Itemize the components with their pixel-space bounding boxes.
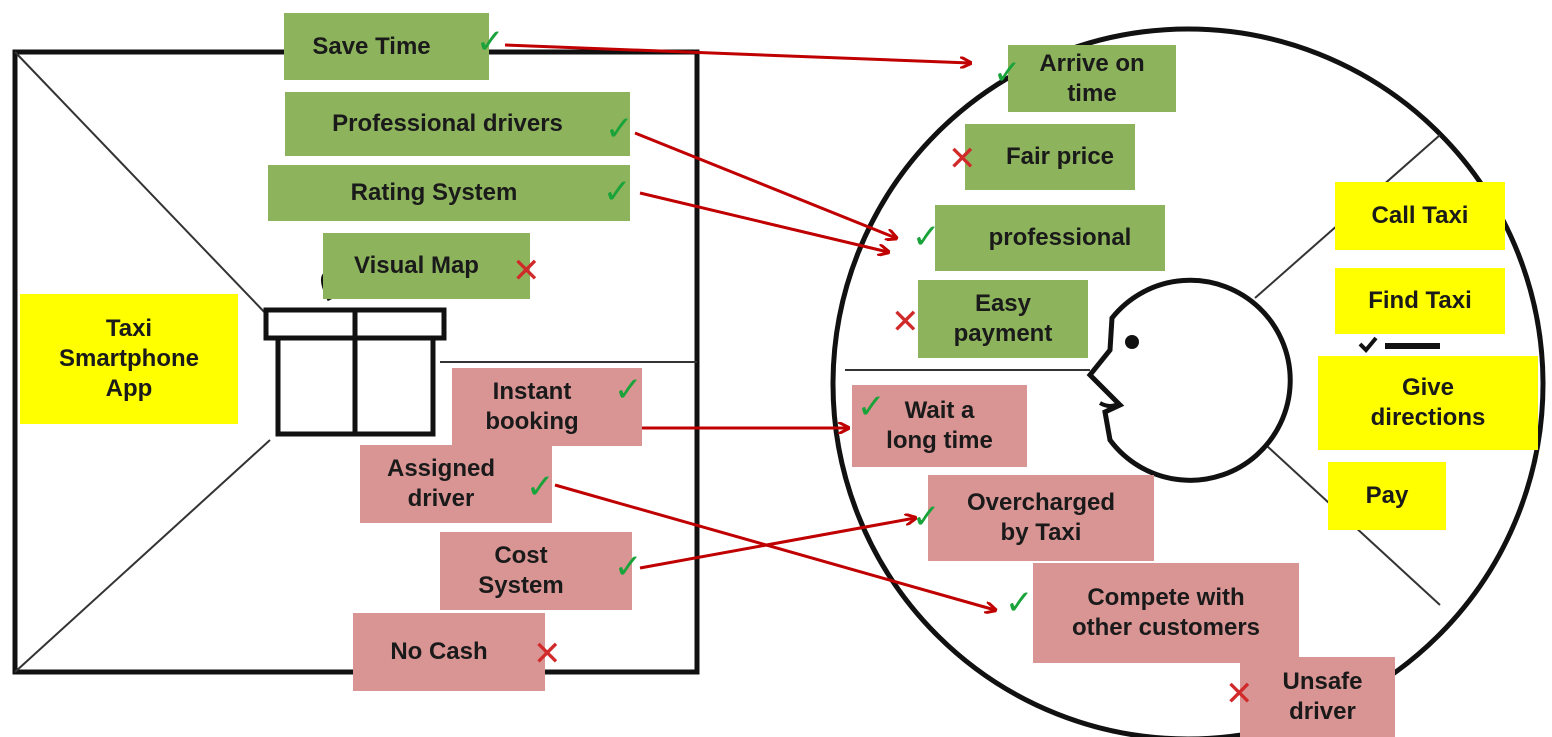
arrow-cost-to-overcharged (639, 518, 915, 570)
customer-pain-label: Unsafe driver (1282, 668, 1363, 725)
customer-job-note: Give directions (1318, 356, 1538, 450)
cross-icon: ✕ (512, 252, 541, 290)
customer-pain-label: Overcharged by Taxi (966, 489, 1116, 546)
pain-reliever-note: Cost System (440, 532, 632, 610)
cross-icon: ✕ (948, 140, 977, 178)
cross-icon: ✕ (533, 635, 562, 673)
check-icon: ✓ (912, 218, 941, 256)
check-icon: ✓ (912, 498, 941, 536)
check-icon: ✓ (614, 371, 643, 409)
customer-job-label: Call Taxi (1371, 202, 1469, 229)
check-icon: ✓ (476, 23, 505, 61)
customer-gain-note: professional (935, 205, 1165, 271)
check-icon: ✓ (993, 54, 1022, 92)
arrow-assigned-to-compete (554, 483, 995, 610)
customer-job-note: Pay (1328, 462, 1446, 530)
pain-reliever-label: Instant booking (485, 378, 579, 435)
product-label: Taxi Smartphone App (58, 315, 199, 402)
gain-creator-note: Professional drivers (285, 92, 630, 156)
face-icon (1086, 277, 1293, 483)
customer-pain-note: Overcharged by Taxi (928, 475, 1154, 561)
customer-gain-note: Fair price (965, 124, 1135, 190)
pain-reliever-note: Assigned driver (360, 445, 552, 523)
product-note: Taxi Smartphone App (20, 294, 238, 424)
check-icon: ✓ (526, 468, 555, 506)
dash-marks (1358, 336, 1440, 353)
check-icon: ✓ (1005, 584, 1034, 622)
arrow-save-time-to-arrive (504, 43, 970, 63)
pain-reliever-label: Assigned driver (386, 455, 496, 512)
customer-job-label: Give directions (1370, 374, 1486, 431)
arrow-rating-to-professional (639, 191, 888, 252)
customer-gain-label: Arrive on time (1039, 49, 1145, 107)
pain-reliever-label: No Cash (390, 638, 488, 665)
gain-creator-note: Rating System (268, 165, 630, 221)
customer-pain-note: Compete with other customers (1033, 563, 1299, 663)
check-icon: ✓ (605, 110, 634, 148)
gain-creator-label: Save Time (312, 32, 431, 60)
customer-job-note: Call Taxi (1335, 182, 1505, 250)
gift-icon (263, 270, 447, 437)
customer-job-label: Pay (1365, 482, 1409, 509)
gain-creator-note: Visual Map (323, 233, 530, 299)
customer-pain-note: Wait a long time (852, 385, 1027, 467)
gain-creator-note: Save Time (284, 13, 489, 80)
pain-reliever-label: Cost System (478, 542, 564, 599)
customer-gain-label: professional (988, 224, 1132, 251)
customer-gain-note: Easy payment (918, 280, 1088, 358)
arrow-professional-to-professional (634, 131, 896, 238)
check-icon: ✓ (603, 173, 632, 211)
pain-reliever-note: Instant booking (452, 368, 642, 446)
customer-gain-label: Easy payment (953, 290, 1053, 347)
customer-pain-label: Wait a long time (886, 397, 993, 454)
customer-job-note: Find Taxi (1335, 268, 1505, 334)
gain-creator-label: Visual Map (354, 252, 479, 279)
customer-pain-label: Compete with other customers (1071, 584, 1261, 641)
cross-icon: ✕ (891, 303, 920, 341)
customer-gain-note: Arrive on time (1008, 45, 1176, 112)
cross-icon: ✕ (1225, 675, 1254, 713)
gain-creator-label: Professional drivers (332, 110, 563, 137)
check-icon: ✓ (857, 388, 886, 426)
connection-arrows (504, 43, 995, 610)
customer-job-label: Find Taxi (1368, 287, 1472, 314)
pain-reliever-note: No Cash (353, 613, 545, 691)
customer-gain-label: Fair price (1005, 143, 1115, 170)
gain-creator-label: Rating System (350, 179, 518, 206)
check-icon: ✓ (614, 548, 643, 586)
customer-pain-note: Unsafe driver (1240, 657, 1395, 737)
